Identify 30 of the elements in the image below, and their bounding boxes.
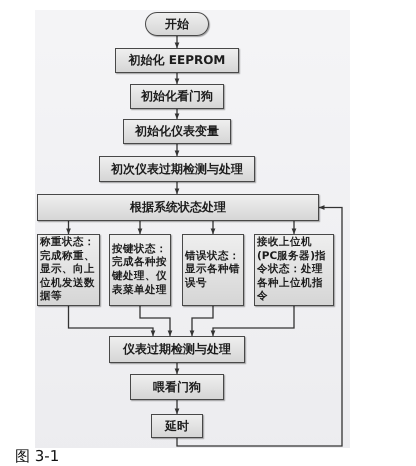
arrow	[68, 306, 156, 336]
process-box: 接收上位机(PC服务器)指令状态：处理各种上位机指令	[254, 234, 334, 306]
arrow	[210, 221, 216, 234]
process-box: 仪表过期检测与处理	[109, 336, 245, 363]
process-box: 初始化 EEPROM	[115, 48, 239, 73]
arrow	[174, 73, 180, 84]
arrow	[190, 306, 214, 336]
process-box: 错误状态：显示各种错误号	[182, 234, 244, 306]
arrow	[174, 363, 180, 374]
arrow	[174, 36, 180, 48]
arrow	[139, 306, 172, 336]
process-box: 按键状态：完成各种按键处理、仪表菜单处理	[109, 234, 171, 306]
arrow	[176, 205, 343, 447]
arrow	[210, 306, 295, 336]
process-box: 称重状态：完成称重、显示、向上位机发送数据等	[37, 234, 100, 306]
arrow	[138, 221, 142, 234]
arrow	[174, 109, 180, 120]
arrow	[174, 182, 180, 194]
process-box: 根据系统状态处理	[37, 194, 319, 221]
figure-caption: 图 3-1	[15, 449, 60, 464]
arrow	[174, 400, 180, 414]
start-terminal: 开始	[145, 12, 209, 36]
arrow	[292, 221, 296, 234]
process-box: 初始化仪表变量	[123, 119, 231, 144]
process-box: 延时	[151, 414, 203, 438]
process-box: 初始化看门狗	[130, 84, 224, 109]
process-box: 喂看门狗	[130, 374, 224, 400]
arrow	[174, 144, 180, 156]
arrow	[66, 221, 71, 234]
process-box: 初次仪表过期检测与处理	[99, 156, 255, 182]
